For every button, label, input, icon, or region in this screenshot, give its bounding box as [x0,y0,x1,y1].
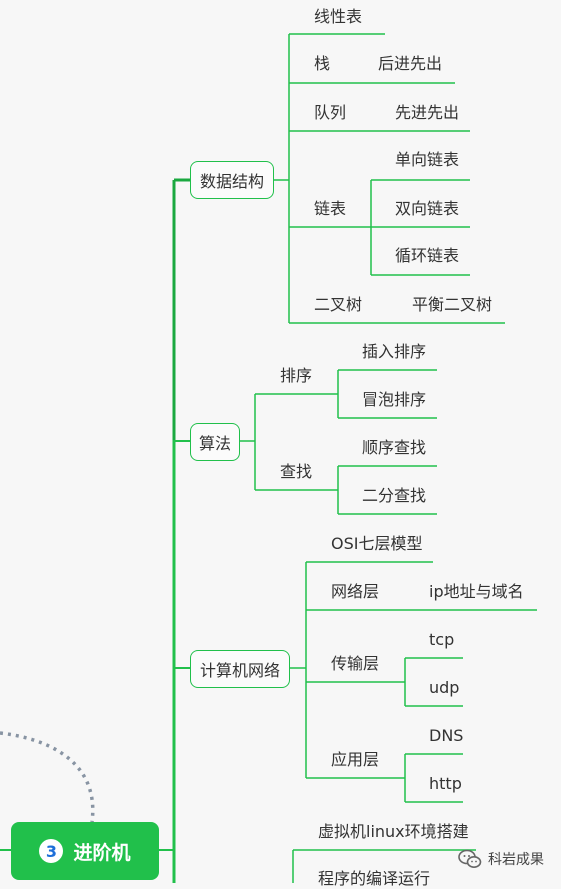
node-queue[interactable]: 队列 [314,103,347,122]
watermark: 科岩成果 [458,846,544,872]
node-ip-domain[interactable]: ip地址与域名 [429,582,524,601]
node-program-compile-run[interactable]: 程序的编译运行 [318,869,431,888]
node-singly-linked[interactable]: 单向链表 [395,150,460,169]
node-transport-layer[interactable]: 传输层 [331,654,380,673]
node-vm-linux-setup[interactable]: 虚拟机linux环境搭建 [318,822,469,841]
node-binary-search[interactable]: 二分查找 [362,486,427,505]
node-fifo[interactable]: 先进先出 [395,103,460,122]
branch-computer-network[interactable]: 计算机网络 [190,650,290,688]
node-binary-tree[interactable]: 二叉树 [314,295,363,314]
root-node[interactable]: 3 进阶机 [11,822,159,880]
node-lifo[interactable]: 后进先出 [378,54,443,73]
branch-algorithms[interactable]: 算法 [190,423,240,461]
wechat-icon [458,848,482,870]
number-badge: 3 [39,839,64,863]
watermark-text: 科岩成果 [488,852,544,868]
root-label: 进阶机 [73,841,131,864]
node-bubble-sort[interactable]: 冒泡排序 [362,390,427,409]
node-linked-list[interactable]: 链表 [314,199,347,218]
node-network-layer[interactable]: 网络层 [331,582,380,601]
node-application-layer[interactable]: 应用层 [331,750,380,769]
dotted-connector [0,731,95,823]
node-circular-linked[interactable]: 循环链表 [395,246,460,265]
node-linear-list[interactable]: 线性表 [314,7,363,26]
node-http[interactable]: http [429,774,462,793]
node-osi-model[interactable]: OSI七层模型 [331,534,423,553]
node-tcp[interactable]: tcp [429,630,455,649]
node-dns[interactable]: DNS [429,726,464,745]
node-balanced-binary-tree[interactable]: 平衡二叉树 [412,295,493,314]
node-doubly-linked[interactable]: 双向链表 [395,199,460,218]
node-searching[interactable]: 查找 [280,462,313,481]
node-udp[interactable]: udp [429,678,460,697]
node-sorting[interactable]: 排序 [280,366,313,385]
branch-data-structures[interactable]: 数据结构 [190,161,274,199]
node-sequential-search[interactable]: 顺序查找 [362,438,427,457]
node-stack[interactable]: 栈 [314,54,331,73]
node-insertion-sort[interactable]: 插入排序 [362,342,427,361]
